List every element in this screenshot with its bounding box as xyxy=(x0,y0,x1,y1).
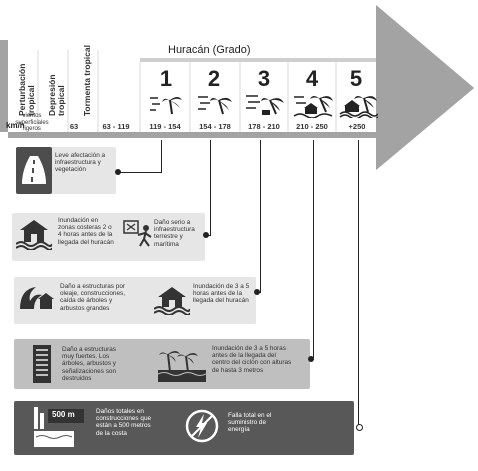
panel-5-text-a: Daños totales en construcciones que está… xyxy=(96,408,152,437)
palm-wind-icon-grade-2 xyxy=(198,96,232,115)
panel-4-text-a: Daño a estructuras muy fuertes. Los árbo… xyxy=(62,346,116,382)
scale-arrow xyxy=(0,5,474,170)
building-icon xyxy=(33,345,51,383)
speed-grade-3: 178 - 210 xyxy=(248,122,280,131)
grade-4: 4 xyxy=(305,66,319,91)
connector-grade-1 xyxy=(161,140,162,172)
panel-3-text-b: Inundación de 3 a 5 horas antes de la ll… xyxy=(193,283,250,305)
speed-grade-2: 154 - 178 xyxy=(199,122,231,131)
speed-grade-5: +250 xyxy=(348,122,366,131)
node-grade-1 xyxy=(115,169,121,175)
connector-grade-2 xyxy=(210,140,211,236)
distance-badge: 500 m xyxy=(52,410,75,419)
connector-grade-4-h xyxy=(310,359,314,360)
connector-grade-5 xyxy=(358,140,359,428)
category-perturbation: Perturbación tropical xyxy=(17,63,36,116)
connector-grade-1-h xyxy=(118,172,162,173)
grade-2: 2 xyxy=(207,66,221,91)
panel-4-text-b: Inundación de 3 a 5 horas antes de la ll… xyxy=(212,345,292,374)
flooded-house-icon-2 xyxy=(154,287,190,315)
node-grade-5 xyxy=(356,424,363,431)
power-outage-icon xyxy=(185,409,219,443)
speed-depression: 63 xyxy=(69,122,79,131)
flooded-house-icon xyxy=(16,220,52,250)
panel-1-text: Leve afectación a infraestructura y vege… xyxy=(55,152,106,174)
palm-wind-icon-grade-1 xyxy=(150,97,182,115)
impact-panel-grade-2 xyxy=(12,213,205,261)
panel-2-text-b: Daño serio a infraestructura terrestre y… xyxy=(154,219,195,248)
panel-3-text-a: Daño a estructuras por oleaje, construcc… xyxy=(60,283,126,312)
impact-panel-grade-3 xyxy=(14,277,256,324)
connector-grade-2-h xyxy=(205,235,211,236)
coast-flood-icon xyxy=(34,407,84,447)
connector-grade-4 xyxy=(313,140,314,358)
unit-label: km/h xyxy=(6,121,25,130)
palm-house-flood-icon-grade-5 xyxy=(339,96,378,118)
panel-5-text-b: Falla total en el suministro de energía xyxy=(228,412,272,434)
connector-grade-3-h xyxy=(256,292,261,293)
grade-5: 5 xyxy=(349,66,363,91)
grade-1: 1 xyxy=(159,66,173,91)
connector-grade-3 xyxy=(260,140,261,292)
speed-grade-1: 119 - 154 xyxy=(149,122,181,131)
speed-perturbation: vientos superficiales ligeros xyxy=(15,113,49,132)
speed-grade-4: 210 - 250 xyxy=(296,122,328,131)
scale-title: Huracán (Grado) xyxy=(168,44,251,56)
wave-house-icon xyxy=(20,287,54,309)
palm-flood-icon xyxy=(158,351,206,382)
speed-storm: 63 - 119 xyxy=(102,122,130,131)
panel-2-text-a: Inundación en zonas costeras 2 o 4 horas… xyxy=(58,217,114,246)
category-storm: Tormenta tropical xyxy=(81,44,92,116)
grade-3: 3 xyxy=(257,66,271,91)
road-icon xyxy=(22,156,46,184)
broken-sign-icon xyxy=(123,220,152,247)
palm-wind-icon-grade-3 xyxy=(246,95,284,115)
palm-house-wind-icon-grade-4 xyxy=(293,96,333,118)
category-depression: Depresión tropical xyxy=(47,74,66,116)
